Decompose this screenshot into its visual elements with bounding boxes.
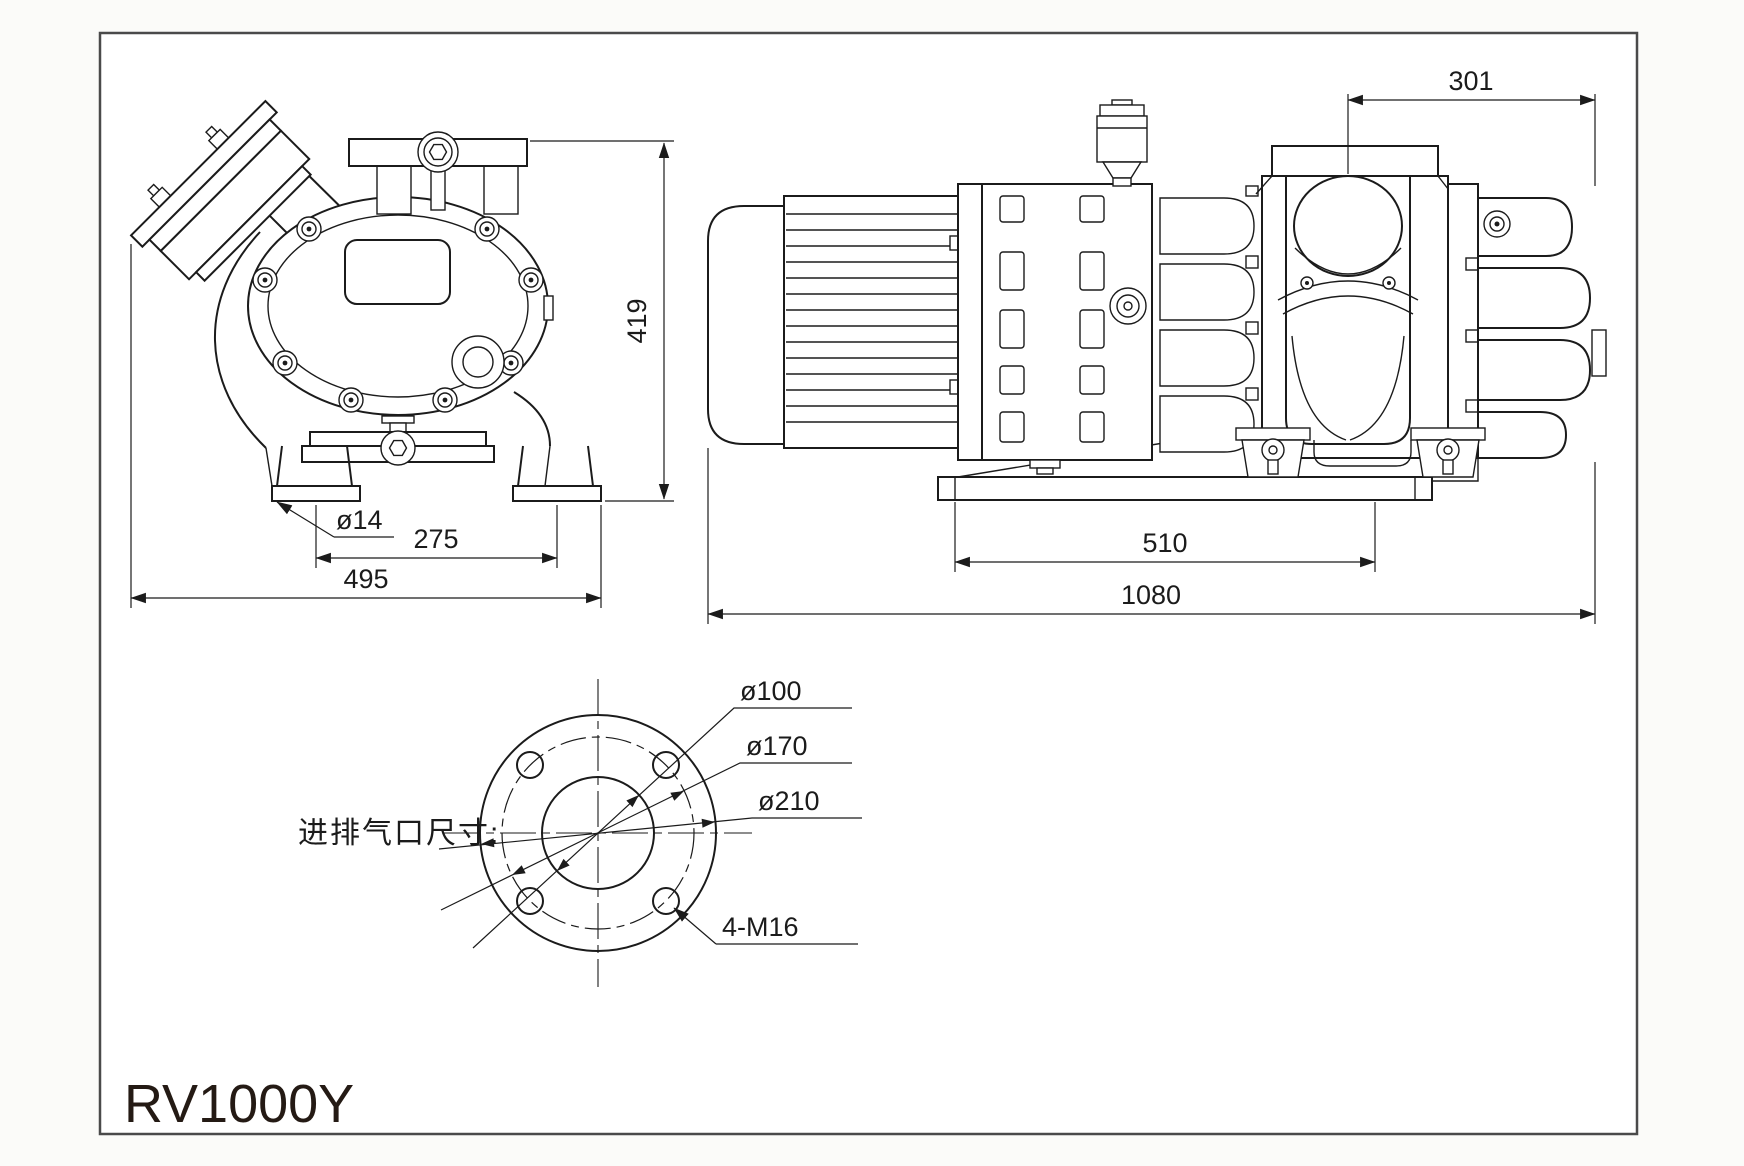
dim-bore: ø100 bbox=[472, 676, 852, 949]
pump-block bbox=[1255, 145, 1453, 459]
sight-glass-side bbox=[1109, 287, 1147, 325]
svg-text:ø14: ø14 bbox=[336, 505, 383, 535]
svg-text:ø210: ø210 bbox=[758, 786, 820, 816]
side-view: 301 510 1080 bbox=[707, 66, 1607, 624]
oil-cup bbox=[1096, 99, 1148, 187]
dim-outer: ø210 bbox=[438, 786, 862, 850]
exhaust-silencer bbox=[129, 99, 313, 283]
foot-left bbox=[271, 445, 361, 502]
svg-text:495: 495 bbox=[343, 564, 388, 594]
dim-overall-width: 495 bbox=[130, 244, 602, 608]
dim-inlet-offset: 301 bbox=[1347, 66, 1596, 186]
casing-bolts bbox=[252, 216, 544, 413]
model-title: RV1000Y bbox=[124, 1074, 354, 1134]
gear-housing bbox=[949, 183, 1153, 475]
dim-base-length: 510 bbox=[954, 502, 1376, 572]
motor bbox=[707, 195, 961, 449]
svg-text:510: 510 bbox=[1142, 528, 1187, 558]
svg-text:1080: 1080 bbox=[1121, 580, 1181, 610]
nameplate bbox=[344, 239, 451, 305]
svg-text:301: 301 bbox=[1448, 66, 1493, 96]
pump-casing bbox=[247, 196, 549, 416]
dim-bolt-spec: 4-M16 bbox=[673, 907, 858, 945]
svg-text:275: 275 bbox=[413, 524, 458, 554]
dim-front-height: 419 bbox=[530, 140, 674, 502]
sight-glass-front bbox=[451, 335, 505, 389]
svg-text:ø170: ø170 bbox=[746, 731, 808, 761]
svg-text:4-M16: 4-M16 bbox=[722, 912, 799, 942]
flange-detail: 进排气口尺寸: ø100 ø170 ø210 bbox=[298, 676, 862, 987]
top-bracket bbox=[348, 131, 528, 215]
mounting-clamp-rear bbox=[1410, 427, 1486, 478]
svg-text:419: 419 bbox=[622, 298, 652, 343]
end-cover bbox=[1432, 183, 1607, 482]
dim-foot-hole: ø14 bbox=[276, 501, 394, 538]
inlet-port bbox=[1293, 175, 1403, 277]
front-view: 419 ø14 275 495 bbox=[129, 99, 674, 608]
mounting-clamp-front bbox=[1235, 427, 1311, 478]
dim-bolt-circle: ø170 bbox=[440, 731, 852, 911]
svg-text:ø100: ø100 bbox=[740, 676, 802, 706]
base-plate bbox=[937, 476, 1433, 501]
bellows-section bbox=[1151, 184, 1259, 460]
dim-foot-spacing: 275 bbox=[315, 505, 558, 568]
bottom-bracket bbox=[301, 415, 495, 466]
dim-overall-length: 1080 bbox=[707, 448, 1596, 624]
foot-right bbox=[512, 445, 602, 502]
